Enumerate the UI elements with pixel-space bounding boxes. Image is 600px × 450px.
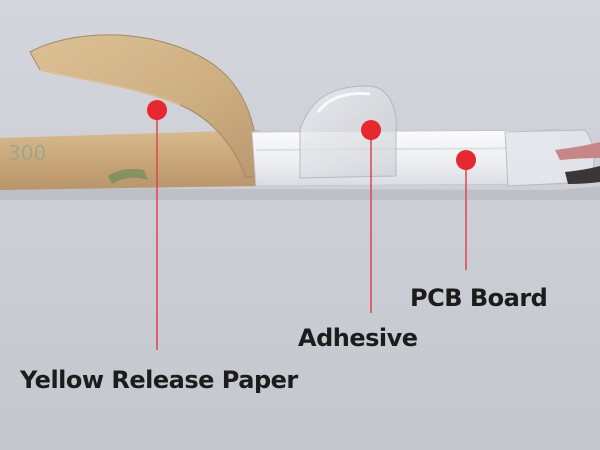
marker-dot-pcb	[456, 150, 476, 170]
marker-dot-adhesive	[361, 120, 381, 140]
wire-black	[565, 166, 600, 184]
label-pcb-board: PCB Board	[410, 284, 548, 312]
adhesive-tape	[299, 85, 397, 179]
strip-shadow	[0, 186, 600, 200]
curl-edge-highlight	[39, 69, 181, 106]
printed-3m-text: 300	[8, 141, 46, 165]
green-print-mark	[108, 168, 148, 184]
label-yellow-release-paper: Yellow Release Paper	[20, 366, 298, 394]
adhesive-shine	[316, 92, 371, 113]
label-adhesive: Adhesive	[298, 324, 418, 352]
release-paper-strip	[0, 130, 262, 190]
marker-dot-release	[147, 100, 167, 120]
wire-red	[555, 142, 600, 160]
